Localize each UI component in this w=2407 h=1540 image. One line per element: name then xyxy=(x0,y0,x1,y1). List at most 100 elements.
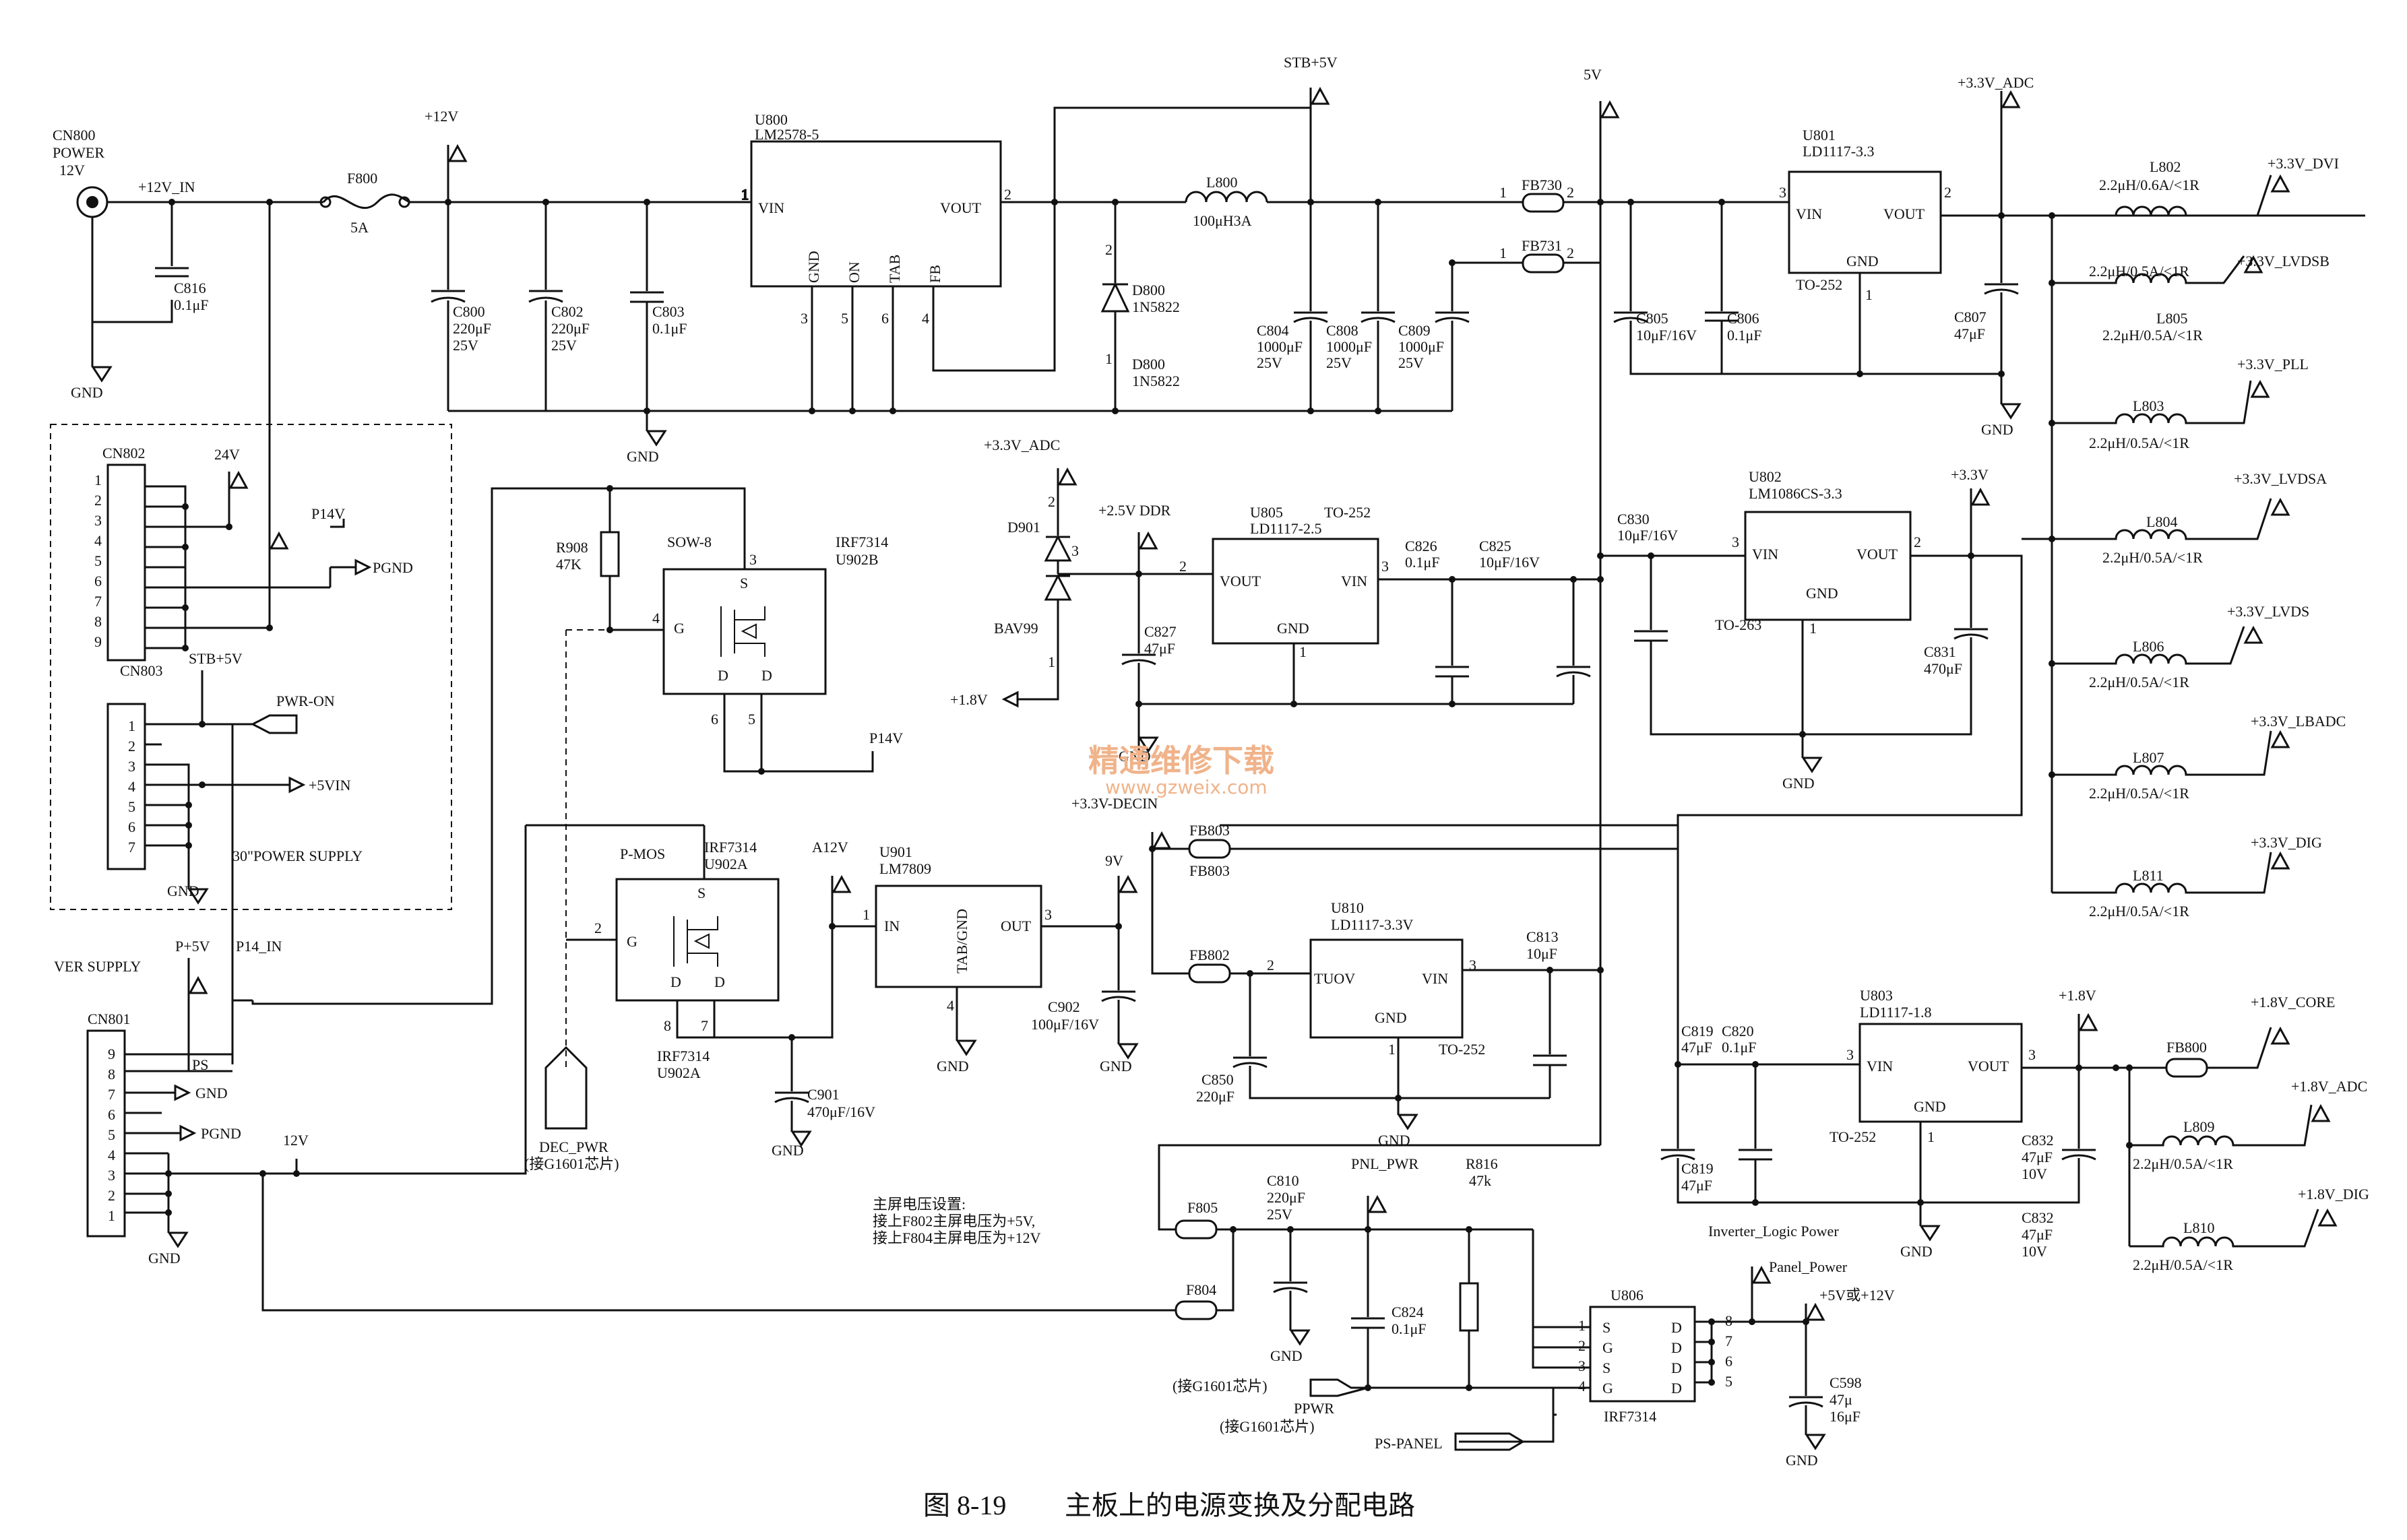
svg-text:3: 3 xyxy=(1469,957,1476,973)
c809-rating: 25V xyxy=(1398,354,1424,371)
v18adc-label: +1.8V_ADC xyxy=(2291,1078,2367,1095)
gnd-label: GND xyxy=(1782,775,1815,792)
c902-value: 100μF/16V xyxy=(1031,1016,1099,1033)
svg-text:2: 2 xyxy=(108,1187,115,1204)
u901-in: IN xyxy=(884,918,900,934)
svg-text:2: 2 xyxy=(594,920,602,936)
svg-text:3: 3 xyxy=(1044,906,1052,923)
c802-label: C802 xyxy=(551,303,584,320)
svg-text:5: 5 xyxy=(94,552,102,569)
r816-label: R816 xyxy=(1466,1155,1498,1172)
stb5b-label: STB+5V xyxy=(189,650,243,667)
svg-text:S: S xyxy=(697,885,706,901)
v5or12-label: +5V或+12V xyxy=(1819,1287,1895,1304)
u901-part: LM7809 xyxy=(879,860,931,877)
l806-value: 2.2μH/0.5A/<1R xyxy=(2089,674,2189,691)
u801-gnd: GND xyxy=(1846,253,1879,269)
sow8-label: SOW-8 xyxy=(667,534,712,550)
a12v-label: A12V xyxy=(812,839,848,856)
inv-label: Inverter_Logic Power xyxy=(1708,1223,1839,1240)
p14v-label: P14V xyxy=(311,505,345,522)
svg-text:S: S xyxy=(1602,1319,1611,1336)
u901-label: U901 xyxy=(879,843,912,860)
watermark-cn: 精通维修下载 xyxy=(1088,742,1274,779)
c809-label: C809 xyxy=(1398,322,1431,339)
svg-text:1: 1 xyxy=(1927,1128,1935,1145)
svg-text:2: 2 xyxy=(1944,184,1951,201)
svg-text:1: 1 xyxy=(1578,1317,1586,1334)
c816-value: 0.1μF xyxy=(174,296,209,313)
l807-label: L807 xyxy=(2133,749,2164,766)
c902-label: C902 xyxy=(1048,998,1080,1015)
gnd-label: GND xyxy=(167,883,199,899)
u800-part: LM2578-5 xyxy=(755,126,819,143)
panelp-label: Panel_Power xyxy=(1769,1258,1848,1275)
u805-regulator: +3.3V_ADC 2 3 1 D901 BAV99 +1.8V +2.5V D… xyxy=(950,437,1600,765)
svg-text:5: 5 xyxy=(1725,1373,1732,1390)
u810-pkg: TO-252 xyxy=(1439,1041,1485,1058)
l800-value: 100μH3A xyxy=(1193,212,1252,229)
l805a-value: 2.2μH/0.5A/<1R xyxy=(2089,263,2189,280)
c819b-label: C819 xyxy=(1681,1160,1714,1177)
c901-value: 470μF/16V xyxy=(807,1103,875,1120)
pmos-label: P-MOS xyxy=(620,845,665,862)
u802-gnd: GND xyxy=(1806,585,1838,602)
irf806-label: IRF7314 xyxy=(1604,1408,1656,1425)
v12b-label: 12V xyxy=(283,1132,309,1149)
svg-text:7: 7 xyxy=(94,593,102,610)
decpwr-label: DEC_PWR xyxy=(539,1138,608,1155)
u801-regulator: U801 LD1117-3.3 3 2 VIN VOUT GND TO-252 … xyxy=(1779,74,2365,920)
cn801-label: CN801 xyxy=(88,1010,131,1027)
svg-text:G: G xyxy=(627,933,637,950)
fb800-label: FB800 xyxy=(2166,1039,2207,1056)
p14in-label: P14_IN xyxy=(236,938,282,955)
gnd-label: GND xyxy=(1981,421,2013,438)
c813-value: 10μF xyxy=(1526,945,1557,962)
svg-text:G: G xyxy=(1602,1380,1613,1397)
u805-label: U805 xyxy=(1250,504,1283,521)
svg-text:3: 3 xyxy=(801,310,808,327)
c809-value: 1000μF xyxy=(1398,338,1444,355)
svg-text:3: 3 xyxy=(128,758,135,775)
svg-text:2: 2 xyxy=(94,492,102,509)
l803-value: 2.2μH/0.5A/<1R xyxy=(2089,435,2189,451)
u902b-switch: R908 47K SOW-8 IRF7314 U902B G S D D 3 4… xyxy=(556,485,903,1068)
r816-value: 47k xyxy=(1469,1172,1491,1189)
svg-text:4: 4 xyxy=(128,778,135,795)
c819b-value: 47μF xyxy=(1681,1177,1712,1194)
svg-text:3: 3 xyxy=(94,512,102,529)
l810-label: L810 xyxy=(2183,1219,2214,1236)
u802-vin: VIN xyxy=(1752,546,1778,563)
c825-label: C825 xyxy=(1479,538,1511,554)
u901-out: OUT xyxy=(1001,918,1032,934)
fb731-label: FB731 xyxy=(1522,237,1562,254)
c832b-rating: 10V xyxy=(2022,1243,2047,1260)
svg-text:D: D xyxy=(718,667,728,684)
gnd-label: GND xyxy=(71,384,103,401)
u802-label: U802 xyxy=(1749,468,1782,485)
f804-label: F804 xyxy=(1186,1281,1216,1298)
d901-label: D901 xyxy=(1007,519,1040,536)
svg-text:D: D xyxy=(1671,1380,1682,1397)
fb802-label: FB802 xyxy=(1189,947,1230,963)
svg-text:D: D xyxy=(670,973,681,990)
c805-label: C805 xyxy=(1636,310,1668,327)
c598-value: 47μ xyxy=(1830,1391,1852,1408)
l800-label: L800 xyxy=(1206,174,1237,191)
c824-value: 0.1μF xyxy=(1392,1320,1427,1337)
u801-label: U801 xyxy=(1803,127,1836,143)
note2: 接上F802主屏电压为+5V, xyxy=(873,1213,1035,1229)
c830-value: 10μF/16V xyxy=(1617,527,1678,544)
c830-label: C830 xyxy=(1617,511,1650,527)
svg-text:1: 1 xyxy=(108,1207,115,1224)
svg-text:2: 2 xyxy=(1048,493,1055,510)
svg-text:8: 8 xyxy=(94,613,102,630)
c831-label: C831 xyxy=(1924,643,1956,660)
c831-value: 470μF xyxy=(1924,660,1962,677)
u801-vin: VIN xyxy=(1796,205,1822,222)
p12-label: +12V xyxy=(425,108,458,125)
svg-text:3: 3 xyxy=(2028,1046,2036,1063)
ver-label: VER SUPPLY xyxy=(54,958,141,975)
c832-value: 47μF xyxy=(2022,1149,2053,1165)
f800-label: F800 xyxy=(347,170,377,187)
